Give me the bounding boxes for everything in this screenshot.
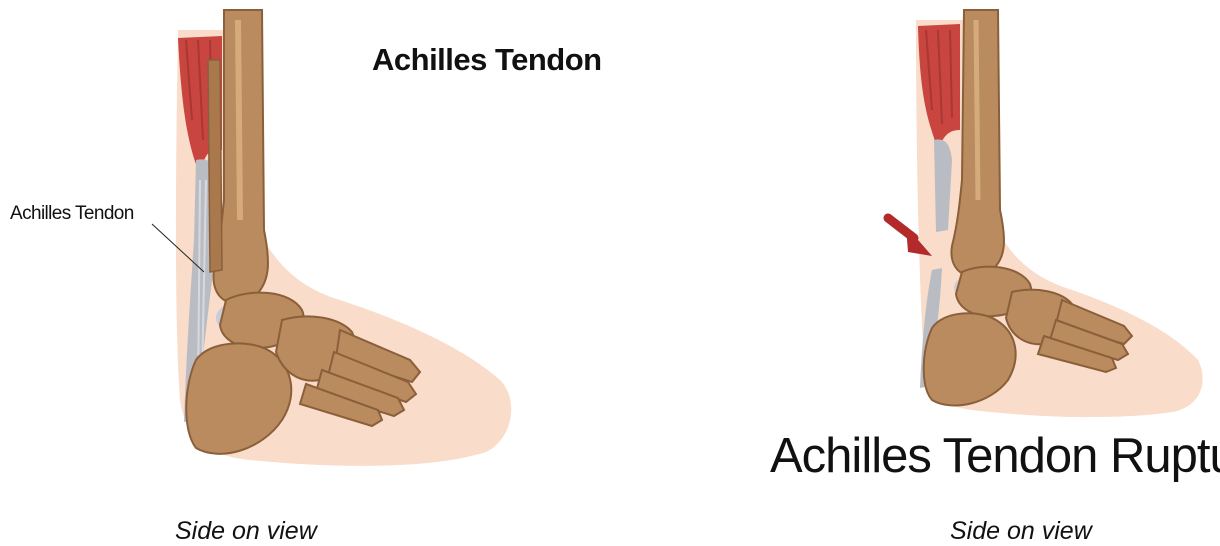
tendon-callout-label: Achilles Tendon (10, 203, 134, 225)
ankle-anatomy-illustration (0, 0, 640, 546)
fibula-bone (208, 60, 222, 272)
caption: Side on view (950, 517, 1092, 546)
achilles-tendon-panel: Achilles Tendon Achilles Tendon Side on … (0, 0, 640, 546)
caption: Side on view (175, 517, 317, 546)
achilles-rupture-panel: Achilles Tendon Rupture Side on view (720, 0, 1220, 546)
title: Achilles Tendon Rupture (770, 428, 1220, 484)
title: Achilles Tendon (372, 42, 602, 78)
